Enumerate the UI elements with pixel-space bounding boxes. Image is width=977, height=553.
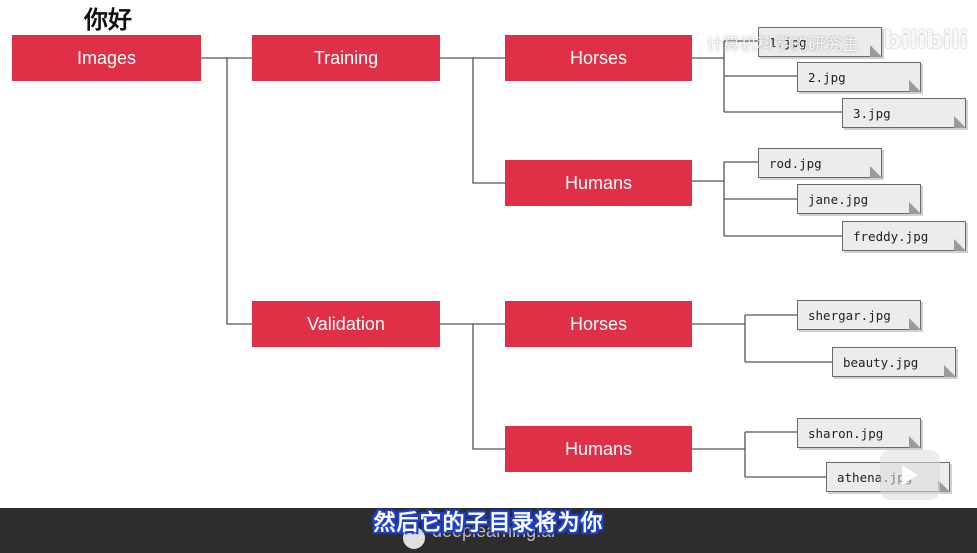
page-fold-icon: [870, 45, 882, 57]
file-freddy-jpg: freddy.jpg: [842, 221, 966, 251]
page-fold-icon: [909, 318, 921, 330]
play-triangle-icon: [902, 465, 918, 485]
file-jane-jpg: jane.jpg: [797, 184, 921, 214]
page-fold-icon: [944, 365, 956, 377]
folder-training: Training: [252, 35, 440, 81]
file-2-jpg: 2.jpg: [797, 62, 921, 92]
page-fold-icon: [870, 166, 882, 178]
folder-validation: Validation: [252, 301, 440, 347]
folder-training-label: Training: [313, 47, 379, 68]
folder-validation-humans-label: Humans: [564, 438, 633, 459]
folder-validation-horses-label: Horses: [569, 313, 627, 334]
subtitle-caption: 然后它的子目录将为你: [373, 511, 604, 536]
folder-images: Images: [12, 35, 201, 81]
file-1-jpg: 1.jpg: [758, 27, 882, 57]
channel-watermark: 计算机科学的研究生: [706, 35, 859, 55]
file-label: beauty.jpg: [843, 355, 919, 370]
bilibili-logo: bilibili: [884, 26, 968, 54]
brand-name: deeplearning.ai: [432, 521, 556, 541]
bottom-bar: [0, 508, 977, 553]
file-label: rod.jpg: [769, 156, 822, 171]
file-label: 1.jpg: [769, 35, 807, 50]
file-3-jpg: 3.jpg: [842, 98, 966, 128]
page-fold-icon: [909, 436, 921, 448]
play-icon[interactable]: [880, 450, 940, 500]
file-shergar-jpg: shergar.jpg: [797, 300, 921, 330]
top-caption: 你好: [84, 6, 132, 34]
page-fold-icon: [909, 80, 921, 92]
file-sharon-jpg: sharon.jpg: [797, 418, 921, 448]
file-label: sharon.jpg: [808, 426, 884, 441]
folder-validation-label: Validation: [307, 313, 385, 334]
file-beauty-jpg: beauty.jpg: [832, 347, 956, 377]
file-label: 3.jpg: [853, 106, 891, 121]
brand-logo-icon: [403, 527, 425, 549]
page-fold-icon: [909, 202, 921, 214]
folder-images-label: Images: [76, 47, 137, 68]
page-fold-icon: [954, 239, 966, 251]
folder-training-humans-label: Humans: [564, 172, 633, 193]
file-label: jane.jpg: [808, 192, 869, 207]
folder-training-horses: Horses: [505, 35, 692, 81]
file-rod-jpg: rod.jpg: [758, 148, 882, 178]
folder-training-humans: Humans: [505, 160, 692, 206]
folder-validation-humans: Humans: [505, 426, 692, 472]
page-fold-icon: [938, 480, 950, 492]
folder-validation-horses: Horses: [505, 301, 692, 347]
file-label: freddy.jpg: [853, 229, 929, 244]
file-label: 2.jpg: [808, 70, 846, 85]
folder-training-horses-label: Horses: [569, 47, 627, 68]
page-fold-icon: [954, 116, 966, 128]
file-label: shergar.jpg: [808, 308, 891, 323]
